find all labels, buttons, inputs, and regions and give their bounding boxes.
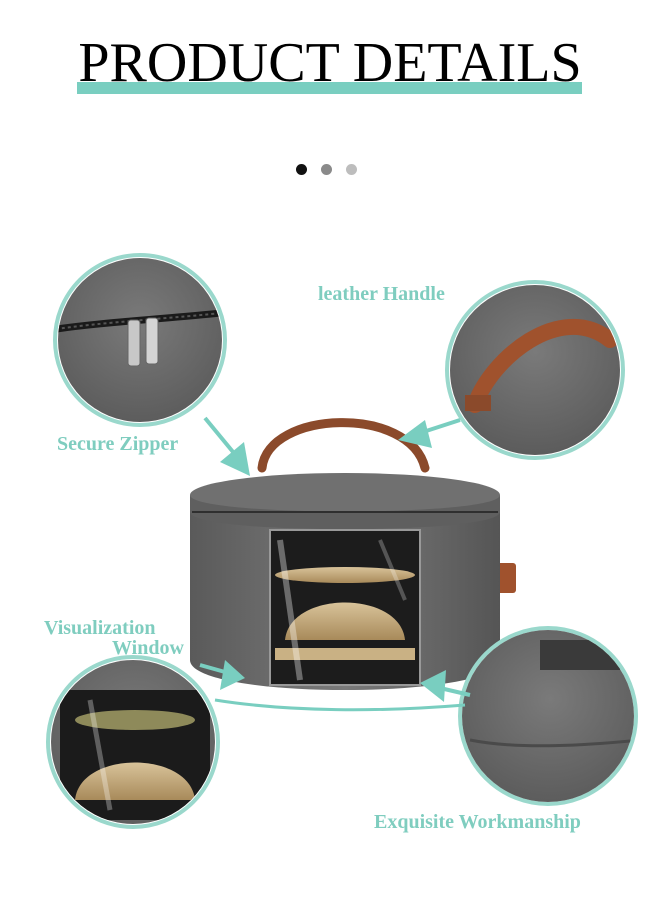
handle-detail-circle [445,280,625,460]
zipper-detail-circle [53,253,227,427]
exquisite-workmanship-label: Exquisite Workmanship [374,811,581,833]
hat-box [190,418,516,690]
secure-zipper-label: Secure Zipper [57,433,179,455]
workmanship-detail-circle [458,626,638,806]
carousel-dot-2[interactable] [321,164,332,175]
leather-handle-label: leather Handle [318,283,445,305]
visualization-label: Visualization [44,617,156,639]
title-block: PRODUCT DETAILS [0,30,660,100]
window-label: Window [112,637,184,659]
title-underline [77,82,582,94]
window-detail-circle [46,655,220,829]
carousel-dot-3[interactable] [346,164,357,175]
callout-arrows [199,416,471,712]
page-title: PRODUCT DETAILS [78,32,582,94]
carousel-dot-1[interactable] [296,164,307,175]
carousel-dots [296,164,357,176]
